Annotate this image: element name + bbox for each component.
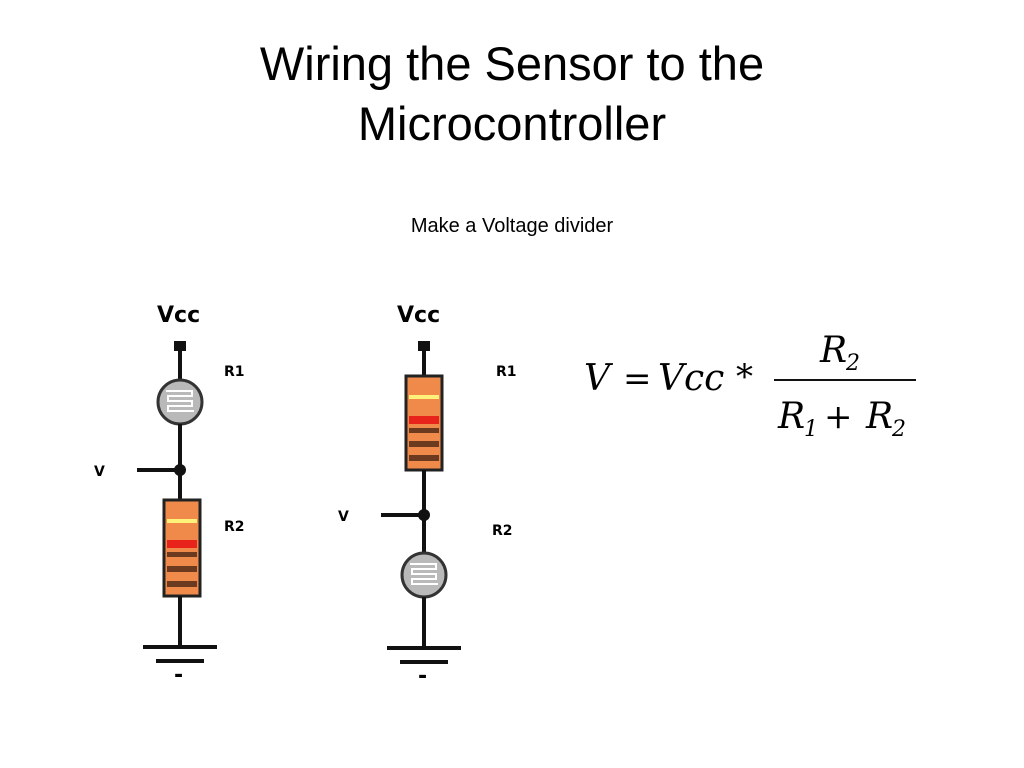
left-ground-label: -: [174, 663, 183, 688]
equation-numerator-r: R: [819, 330, 847, 371]
equation-denominator-r2: R: [865, 396, 893, 437]
equation-denominator-sub-1: 1: [804, 417, 818, 442]
slide-title-line-2: Microcontroller: [357, 97, 667, 150]
left-vcc-terminal: [174, 341, 186, 351]
equation-numerator-sub: 2: [845, 351, 860, 376]
slide-subtitle: Make a Voltage divider: [410, 215, 614, 237]
left-ground-symbol: [143, 645, 217, 663]
right-resistor-r1: [404, 374, 444, 472]
equation-denominator-r1: R: [777, 396, 805, 437]
slide-title-line-1: Wiring the Sensor to the: [259, 37, 765, 90]
equation-vcc: Vcc: [658, 358, 724, 399]
equation-denominator-sub-2: 2: [891, 417, 906, 442]
left-v-label: V: [94, 464, 105, 480]
left-r1-label: R1: [224, 364, 245, 380]
left-circuit: Vcc R1 V R2 -: [94, 303, 245, 688]
equation-times: *: [736, 357, 753, 397]
slide-title: Wiring the Sensor to the Microcontroller: [112, 34, 912, 154]
right-r2-label: R2: [492, 523, 513, 539]
equation-plus: +: [824, 397, 853, 437]
right-photoresistor-r2: [400, 551, 448, 599]
right-v-label: V: [338, 509, 349, 525]
equation-equals: =: [623, 359, 652, 399]
right-ground-symbol: [387, 646, 461, 664]
left-vcc-label: Vcc: [157, 303, 200, 328]
right-ground-label: -: [418, 664, 427, 689]
left-resistor-r2: [162, 498, 202, 598]
left-r2-label: R2: [224, 519, 245, 535]
right-vcc-label: Vcc: [397, 303, 440, 328]
right-circuit: Vcc R1 V R2 -: [338, 303, 517, 689]
voltage-divider-equation: V = Vcc * R 2 R 1 + R 2: [584, 330, 916, 442]
right-vcc-terminal: [418, 341, 430, 351]
right-r1-label: R1: [496, 364, 517, 380]
left-photoresistor-r1: [156, 378, 204, 426]
equation-lhs: V: [584, 358, 614, 399]
